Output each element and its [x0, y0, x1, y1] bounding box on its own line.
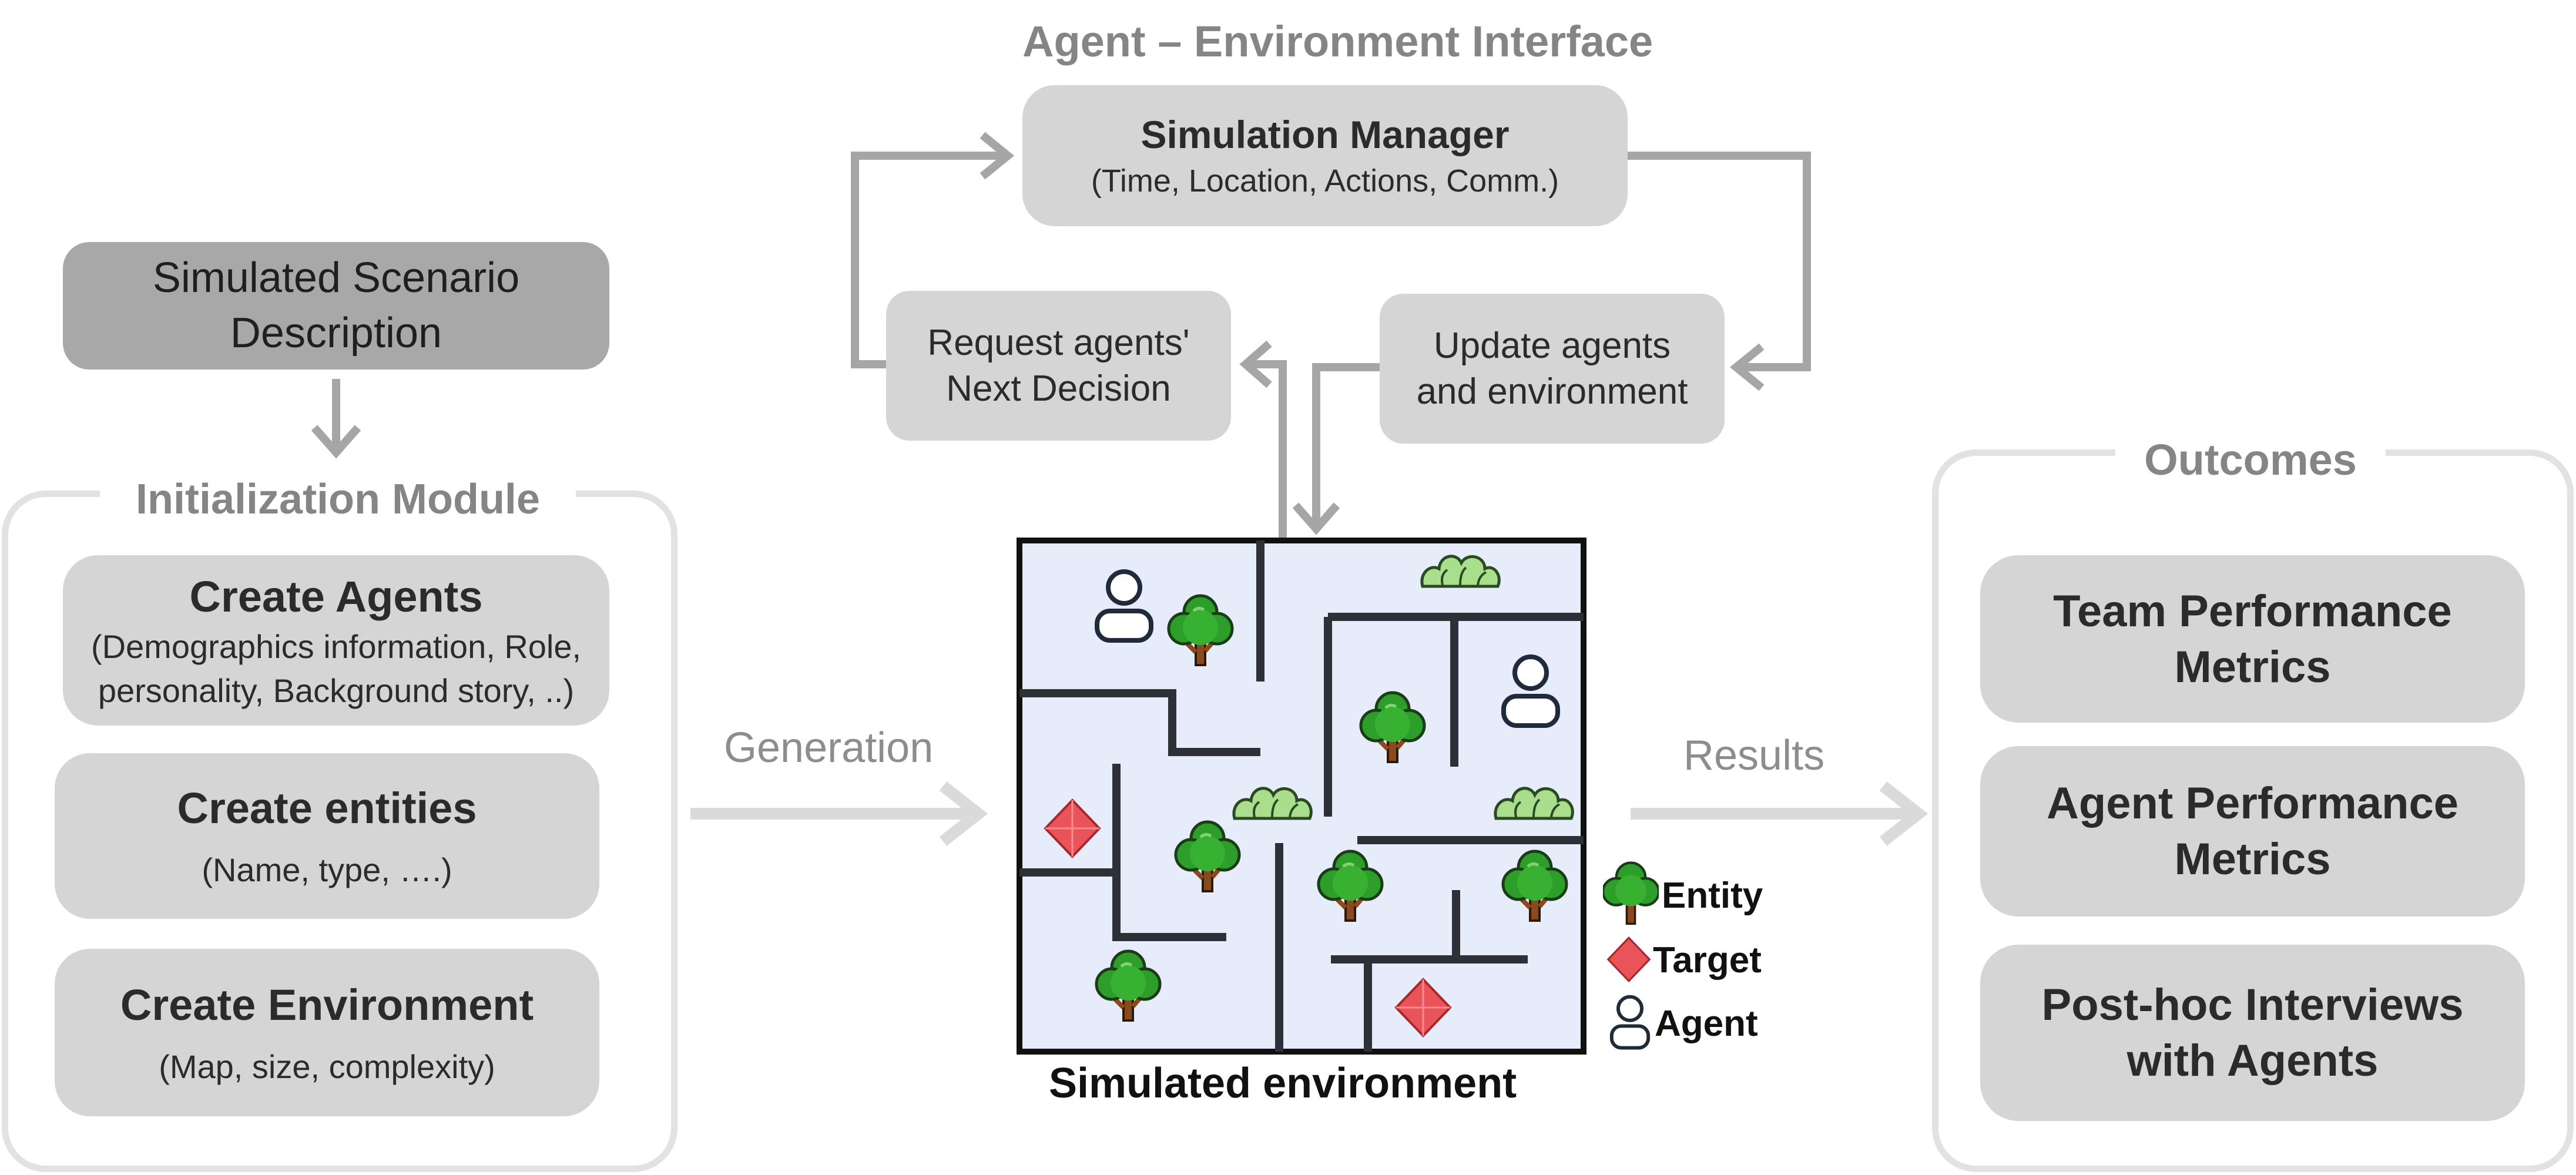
interface-title: Agent – Environment Interface: [1022, 17, 1653, 66]
create-entities-title: Create entities: [177, 784, 477, 832]
simulation-manager-title: Simulation Manager: [1141, 113, 1510, 156]
team-line-1: Team Performance: [2053, 586, 2452, 636]
scenario-description-box: Simulated Scenario Description: [63, 242, 609, 370]
simulation-manager-subtitle: (Time, Location, Actions, Comm.): [1091, 163, 1559, 199]
results-label: Results: [1683, 732, 1825, 779]
create-agents-box: Create Agents (Demographics information,…: [63, 555, 609, 726]
legend: Entity Target Agent: [1603, 861, 1779, 1060]
team-performance-box: Team Performance Metrics: [1980, 555, 2525, 723]
scenario-line-2: Description: [230, 309, 442, 357]
request-decision-box: Request agents' Next Decision: [886, 291, 1231, 441]
create-agents-detail-1: (Demographics information, Role,: [90, 627, 582, 665]
agent-line-2: Metrics: [2174, 834, 2331, 884]
team-line-2: Metrics: [2174, 642, 2331, 692]
request-line-2: Next Decision: [946, 368, 1171, 409]
arrow-env-to-request: [1246, 360, 1287, 538]
agent-person-icon: [1609, 995, 1651, 1050]
outcomes-title-text: Outcomes: [2144, 435, 2357, 484]
create-environment-detail: (Map, size, complexity): [159, 1048, 495, 1085]
create-agents-detail-2: personality, Background story, ..): [98, 672, 575, 709]
post-hoc-interviews-box: Post-hoc Interviews with Agents: [1980, 945, 2525, 1121]
legend-entity-label: Entity: [1662, 875, 1763, 916]
request-line-1: Request agents': [927, 323, 1190, 363]
simulated-environment-map: [1017, 538, 1586, 1055]
create-environment-title: Create Environment: [120, 980, 534, 1029]
arrow-manager-to-update: [1628, 152, 1811, 371]
initialization-module-title-text: Initialization Module: [136, 476, 540, 523]
legend-agent-label: Agent: [1655, 1003, 1758, 1044]
update-line-2: and environment: [1416, 371, 1688, 412]
scenario-line-1: Simulated Scenario: [152, 254, 520, 301]
create-entities-detail: (Name, type, ….): [202, 851, 452, 888]
simulation-manager-box: Simulation Manager (Time, Location, Acti…: [1022, 85, 1628, 226]
outcomes-title: Outcomes: [2115, 430, 2386, 489]
agent-line-1: Agent Performance: [2046, 778, 2459, 828]
target-diamond-icon: [1606, 936, 1651, 983]
environment-caption: Simulated environment: [1049, 1060, 1517, 1107]
update-environment-box: Update agents and environment: [1380, 294, 1725, 444]
create-entities-box: Create entities (Name, type, ….): [55, 753, 599, 919]
generation-label: Generation: [724, 724, 934, 771]
arrow-update-to-env: [1312, 363, 1381, 529]
legend-target-label: Target: [1653, 940, 1762, 981]
interviews-line-2: with Agents: [2126, 1036, 2379, 1086]
initialization-module-title: Initialization Module: [100, 470, 576, 529]
entity-tree-icon: [1603, 861, 1659, 925]
agent-performance-box: Agent Performance Metrics: [1980, 746, 2525, 916]
update-line-1: Update agents: [1433, 325, 1671, 366]
create-environment-box: Create Environment (Map, size, complexit…: [55, 949, 599, 1116]
create-agents-title: Create Agents: [189, 572, 483, 621]
interviews-line-1: Post-hoc Interviews: [2041, 980, 2464, 1030]
arrow-request-to-manager: [851, 152, 1008, 368]
